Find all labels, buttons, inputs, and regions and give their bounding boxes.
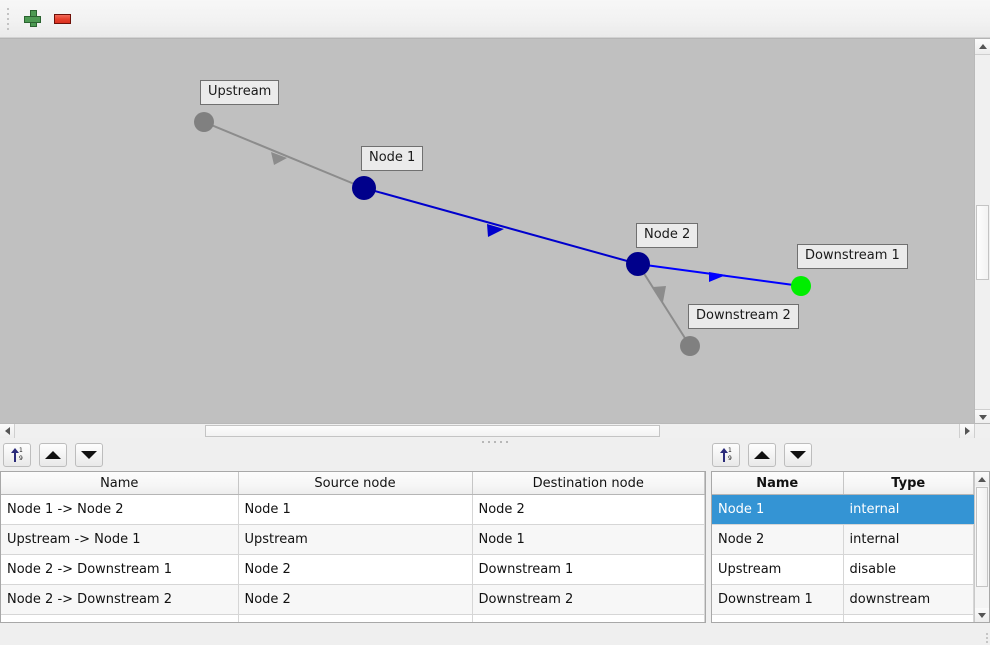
remove-button[interactable] bbox=[47, 4, 77, 34]
graph-node-downstream2 bbox=[680, 336, 700, 356]
triangle-up-icon bbox=[45, 451, 61, 459]
graph-node-node1 bbox=[352, 176, 376, 200]
cell-type: internal bbox=[843, 524, 974, 555]
cell-source: Node 2 bbox=[238, 584, 473, 615]
cell-name: Upstream bbox=[712, 554, 844, 585]
triangle-down-icon bbox=[81, 451, 97, 459]
graph-horizontal-scrollbar[interactable] bbox=[0, 423, 990, 438]
graph-svg[interactable] bbox=[0, 39, 975, 425]
nodes-table-scrollbar[interactable] bbox=[974, 472, 989, 622]
cell-name: Node 1 bbox=[712, 494, 844, 525]
graph-node-downstream1 bbox=[791, 276, 811, 296]
nodes-move-up-button[interactable] bbox=[748, 443, 776, 467]
nodes-table[interactable]: Name Type Node 1 internal Node 2 interna… bbox=[712, 472, 974, 622]
cell-destination: Downstream 1 bbox=[472, 554, 705, 585]
scroll-down-arrow-icon[interactable] bbox=[975, 608, 989, 622]
table-row[interactable]: Node 2 internal bbox=[712, 524, 974, 555]
graph-label-downstream2[interactable]: Downstream 2 bbox=[688, 304, 799, 329]
nodes-table-scroll-thumb[interactable] bbox=[976, 487, 988, 587]
links-col-name[interactable]: Name bbox=[1, 472, 239, 495]
nodes-controls: 1 9 bbox=[712, 443, 812, 467]
table-row[interactable]: Node 2 -> Downstream 2 Node 2 Downstream… bbox=[1, 584, 705, 615]
links-table[interactable]: Name Source node Destination node Node 1… bbox=[1, 472, 705, 622]
edge-upstream-node1 bbox=[203, 121, 365, 189]
nodes-sort-button[interactable]: 1 9 bbox=[712, 443, 740, 467]
cell-name: Node 2 -> Downstream 2 bbox=[1, 584, 239, 615]
links-sort-button[interactable]: 1 9 bbox=[3, 443, 31, 467]
table-row[interactable]: Upstream -> Node 1 Upstream Node 1 bbox=[1, 524, 705, 555]
links-col-source[interactable]: Source node bbox=[238, 472, 473, 495]
triangle-up-icon bbox=[754, 451, 770, 459]
plus-icon bbox=[23, 10, 41, 27]
nodes-col-type[interactable]: Type bbox=[843, 472, 974, 495]
graph-label-node2[interactable]: Node 2 bbox=[636, 223, 699, 248]
cell-destination: Node 1 bbox=[472, 524, 705, 555]
cell-name: Node 1 -> Node 2 bbox=[1, 494, 239, 525]
graph-hscroll-thumb[interactable] bbox=[205, 425, 660, 437]
table-row-selected[interactable]: Node 1 internal bbox=[712, 494, 974, 525]
sort-ascending-icon: 1 9 bbox=[9, 447, 25, 463]
edge-node2-downstream2 bbox=[637, 263, 691, 347]
table-row[interactable]: Upstream disable bbox=[712, 554, 974, 585]
sort-ascending-icon: 1 9 bbox=[718, 447, 734, 463]
graph-node-upstream bbox=[194, 112, 214, 132]
minus-icon bbox=[53, 13, 71, 24]
graph-panel[interactable]: Upstream Node 1 Node 2 Downstream 1 Down… bbox=[0, 38, 990, 438]
scroll-down-arrow-icon[interactable] bbox=[975, 409, 990, 425]
cell-source: Node 1 bbox=[238, 494, 473, 525]
table-row-empty[interactable] bbox=[1, 614, 705, 622]
links-col-destination[interactable]: Destination node bbox=[472, 472, 705, 495]
scrollbar-corner bbox=[974, 424, 990, 438]
links-table-header-row: Name Source node Destination node bbox=[1, 472, 705, 495]
table-row[interactable]: Downstream 1 downstream bbox=[712, 584, 974, 615]
cell-source: Upstream bbox=[238, 524, 473, 555]
graph-label-upstream[interactable]: Upstream bbox=[200, 80, 280, 105]
window-resize-grip[interactable] bbox=[978, 633, 988, 643]
cell-name: Upstream -> Node 1 bbox=[1, 524, 239, 555]
links-move-up-button[interactable] bbox=[39, 443, 67, 467]
nodes-move-down-button[interactable] bbox=[784, 443, 812, 467]
cell-name: Node 2 bbox=[712, 524, 844, 555]
triangle-down-icon bbox=[790, 451, 806, 459]
graph-vscroll-thumb[interactable] bbox=[976, 205, 989, 280]
edge-node2-downstream1 bbox=[637, 263, 802, 287]
cell-name: Node 2 -> Downstream 1 bbox=[1, 554, 239, 585]
links-controls: 1 9 bbox=[3, 443, 103, 467]
graph-node-node2 bbox=[626, 252, 650, 276]
nodes-table-header-row: Name Type bbox=[712, 472, 974, 495]
drag-handle-icon[interactable] bbox=[3, 6, 13, 32]
graph-canvas[interactable]: Upstream Node 1 Node 2 Downstream 1 Down… bbox=[0, 39, 975, 425]
edge-node1-node2 bbox=[363, 187, 639, 265]
cell-source: Node 2 bbox=[238, 554, 473, 585]
graph-label-downstream1[interactable]: Downstream 1 bbox=[797, 244, 908, 269]
add-button[interactable] bbox=[17, 4, 47, 34]
cell-name: Downstream 1 bbox=[712, 584, 844, 615]
table-row-empty[interactable] bbox=[712, 614, 974, 622]
cell-type: internal bbox=[843, 494, 974, 525]
scroll-up-arrow-icon[interactable] bbox=[975, 472, 989, 486]
scroll-up-arrow-icon[interactable] bbox=[975, 39, 990, 55]
table-row[interactable]: Node 2 -> Downstream 1 Node 2 Downstream… bbox=[1, 554, 705, 585]
scroll-right-arrow-icon[interactable] bbox=[959, 424, 974, 438]
graph-vertical-scrollbar[interactable] bbox=[974, 39, 990, 425]
nodes-table-panel[interactable]: Name Type Node 1 internal Node 2 interna… bbox=[711, 471, 990, 623]
cell-destination: Node 2 bbox=[472, 494, 705, 525]
links-move-down-button[interactable] bbox=[75, 443, 103, 467]
cell-type: downstream bbox=[843, 584, 974, 615]
main-toolbar bbox=[0, 0, 990, 38]
nodes-col-name[interactable]: Name bbox=[712, 472, 844, 495]
links-table-panel[interactable]: Name Source node Destination node Node 1… bbox=[0, 471, 706, 623]
table-row[interactable]: Node 1 -> Node 2 Node 1 Node 2 bbox=[1, 494, 705, 525]
panel-splitter[interactable] bbox=[0, 438, 990, 446]
scroll-left-arrow-icon[interactable] bbox=[0, 424, 15, 438]
cell-type: disable bbox=[843, 554, 974, 585]
cell-destination: Downstream 2 bbox=[472, 584, 705, 615]
graph-label-node1[interactable]: Node 1 bbox=[361, 146, 424, 171]
